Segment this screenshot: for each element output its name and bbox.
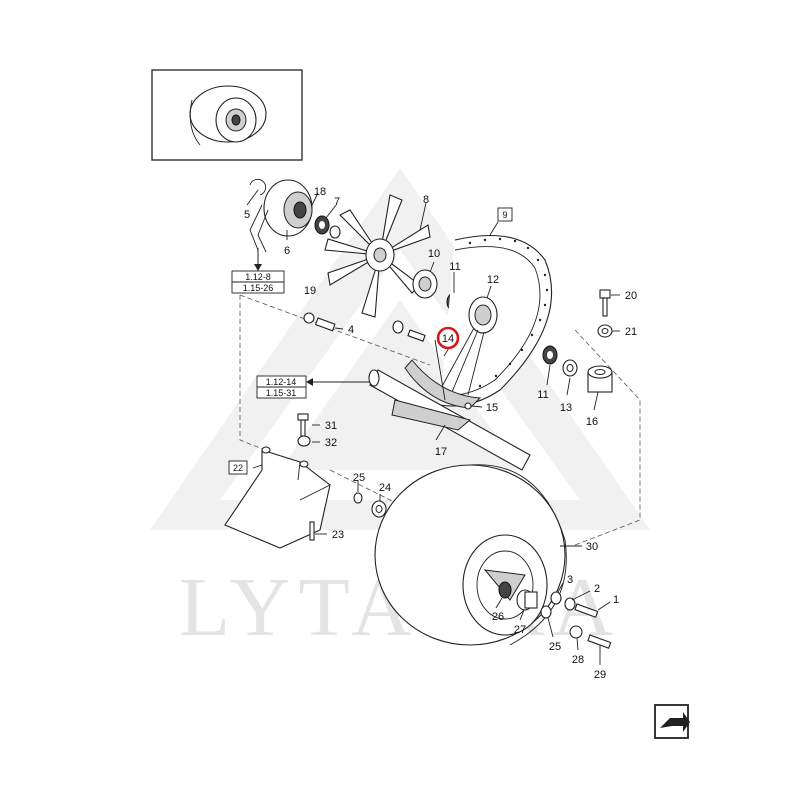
- assembly-outline: [239, 294, 641, 546]
- label-25-lower[interactable]: 25: [549, 641, 561, 653]
- label-2[interactable]: 2: [594, 583, 600, 595]
- leader-lines: [246, 189, 620, 665]
- label-26[interactable]: 26: [492, 611, 504, 623]
- boxed-label-9[interactable]: 9: [497, 207, 513, 222]
- ref-box-1[interactable]: 1.12-8 1.15-26: [231, 270, 285, 294]
- label-15[interactable]: 15: [486, 402, 498, 414]
- label-32[interactable]: 32: [325, 437, 337, 449]
- label-6[interactable]: 6: [284, 245, 290, 257]
- rotor-hub: [439, 296, 498, 396]
- cap-28: [569, 625, 583, 639]
- label-11-lower[interactable]: 11: [537, 389, 548, 401]
- label-17[interactable]: 17: [435, 446, 447, 458]
- bushing-16: [587, 365, 613, 393]
- shaft-17: [368, 369, 531, 471]
- ref-box-2[interactable]: 1.12-14 1.15-31: [256, 375, 307, 399]
- inset-thumbnail: [151, 69, 303, 161]
- bolt-29: [587, 634, 612, 649]
- label-16[interactable]: 16: [586, 416, 598, 428]
- ref-box-2-bottom[interactable]: 1.15-31: [266, 388, 297, 398]
- label-25-upper[interactable]: 25: [353, 472, 365, 484]
- pin-23: [309, 521, 315, 541]
- washer-25-upper: [353, 492, 363, 504]
- label-20[interactable]: 20: [625, 290, 637, 302]
- label-8[interactable]: 8: [423, 194, 429, 206]
- washer-24: [371, 500, 387, 518]
- nut-32: [297, 435, 311, 447]
- label-28[interactable]: 28: [572, 654, 584, 666]
- nut-15: [464, 402, 472, 410]
- hub-27: [516, 589, 538, 611]
- drive-hub-assembly: [249, 178, 341, 253]
- nut-21: [597, 324, 613, 338]
- fan-blade-assembly: [324, 194, 431, 318]
- boxed-label-22[interactable]: 22: [228, 460, 248, 475]
- label-11-upper[interactable]: 11: [449, 261, 460, 273]
- seal-11-lower: [542, 345, 558, 365]
- label-10[interactable]: 10: [428, 248, 440, 260]
- ref-box-1-bottom[interactable]: 1.15-26: [243, 283, 274, 293]
- bearing-10: [412, 269, 438, 299]
- label-19[interactable]: 19: [304, 285, 316, 297]
- label-29[interactable]: 29: [594, 669, 606, 681]
- label-21[interactable]: 21: [625, 326, 637, 338]
- label-4[interactable]: 4: [348, 324, 354, 336]
- washer-13: [562, 359, 578, 377]
- bolt-1: [574, 603, 599, 618]
- nut-19: [303, 312, 315, 324]
- washer-3: [550, 591, 562, 605]
- label-24[interactable]: 24: [379, 482, 391, 494]
- bolt-4: [314, 317, 336, 332]
- ref-box-1-top[interactable]: 1.12-8: [245, 272, 271, 282]
- nut-26: [498, 581, 512, 599]
- highlight-circle: [436, 326, 460, 350]
- label-14[interactable]: 14: [442, 333, 454, 345]
- wheel-30: [374, 464, 567, 646]
- label-31[interactable]: 31: [325, 420, 337, 432]
- washer-mid: [392, 320, 426, 342]
- washer-25-lower: [540, 605, 552, 619]
- label-30[interactable]: 30: [586, 541, 598, 553]
- label-9[interactable]: 9: [502, 210, 507, 220]
- ref-box-2-top[interactable]: 1.12-14: [266, 377, 297, 387]
- page-return-icon[interactable]: [654, 704, 690, 739]
- label-12[interactable]: 12: [487, 274, 499, 286]
- label-18[interactable]: 18: [314, 186, 326, 198]
- label-23[interactable]: 23: [332, 529, 344, 541]
- ref-arrows: [254, 248, 370, 386]
- bolt-20: [599, 289, 611, 317]
- label-1[interactable]: 1: [613, 594, 619, 606]
- label-5[interactable]: 5: [244, 209, 250, 221]
- label-22[interactable]: 22: [233, 463, 243, 473]
- label-3[interactable]: 3: [567, 574, 573, 586]
- washer-2: [564, 597, 576, 611]
- label-7[interactable]: 7: [334, 196, 340, 208]
- label-27[interactable]: 27: [514, 624, 526, 636]
- guard-22: [224, 446, 331, 549]
- part-labels[interactable]: 5 6 18 7 8 10 11 12 14 15 11 13 16 17 19…: [244, 186, 637, 681]
- label-13[interactable]: 13: [560, 402, 572, 414]
